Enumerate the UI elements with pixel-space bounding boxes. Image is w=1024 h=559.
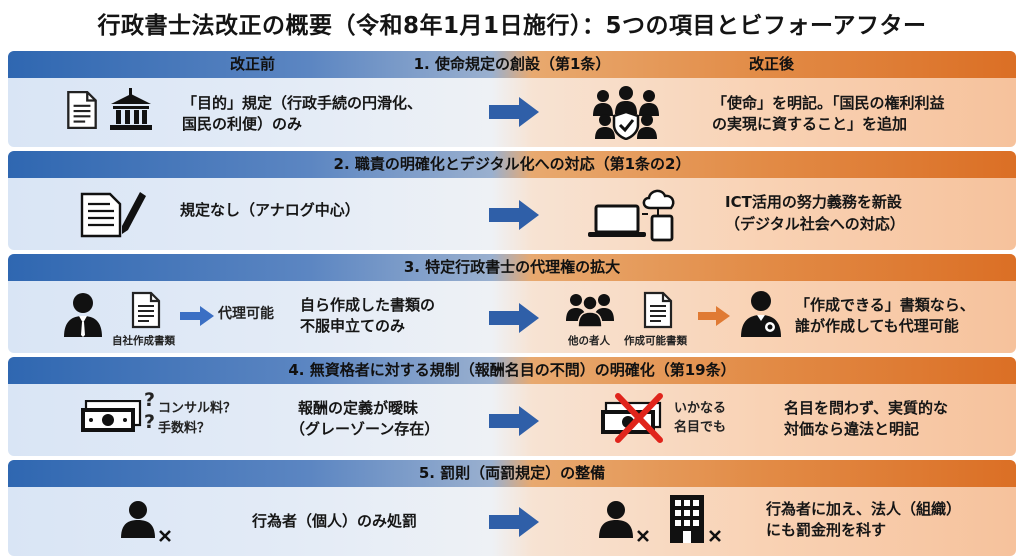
laptop-cloud-tablet-icon bbox=[588, 189, 675, 242]
before-text-line-1: 報酬の定義が曖昧 bbox=[298, 399, 419, 417]
after-text-line-1: 「使命」を明記。「国民の権利利益 bbox=[712, 94, 945, 112]
arrow-right-orange-icon bbox=[698, 306, 730, 326]
any-pretext-tag-2: 名目でも bbox=[674, 420, 727, 435]
section-5-title: 5. 罰則（両罰規定）の整備 bbox=[418, 464, 606, 482]
after-text-line-1: 行為者に加え、法人（組織） bbox=[766, 500, 962, 518]
document-icon bbox=[131, 291, 161, 329]
x-mark-icon bbox=[708, 529, 722, 543]
arrow-right-icon bbox=[489, 303, 539, 333]
building-icon bbox=[670, 495, 704, 543]
section-1-header bbox=[8, 51, 1016, 78]
section-2-header bbox=[8, 151, 1016, 178]
arrow-right-icon bbox=[489, 507, 539, 537]
section-4-title: 4. 無資格者に対する規制（報酬名目の不問）の明確化（第19条） bbox=[288, 361, 736, 379]
money-icon bbox=[80, 400, 142, 434]
section-2: 2. 職責の明確化とデジタル化への対応（第1条の2） 規定なし（アナログ中心） … bbox=[8, 151, 1016, 250]
question-mark-icon: ? bbox=[144, 411, 156, 433]
proxy-possible-label: 代理可能 bbox=[218, 306, 274, 322]
person-icon bbox=[118, 499, 158, 539]
badge-person-icon bbox=[741, 291, 781, 337]
before-text-line-1: 規定なし（アナログ中心） bbox=[180, 201, 360, 219]
section-3-header bbox=[8, 254, 1016, 281]
person-icon bbox=[596, 499, 636, 539]
section-3: 3. 特定行政書士の代理権の拡大 自社作成書類 代理可能 自ら作成した書類の 不… bbox=[8, 254, 1016, 353]
consulting-fee-tag: コンサル料？ bbox=[158, 401, 237, 416]
section-5: 5. 罰則（両罰規定）の整備 行為者（個人）のみ処罰 行為者に加え、法人（組織）… bbox=[8, 460, 1016, 556]
arrow-right-icon bbox=[489, 97, 539, 127]
other-persons-caption: 他の者人 bbox=[568, 335, 610, 347]
money-crossed-icon bbox=[601, 393, 663, 443]
arrow-right-icon bbox=[489, 200, 539, 230]
page-title: 行政書士法改正の概要（令和8年1月1日施行）：5つの項目とビフォーアフター bbox=[97, 13, 927, 39]
after-text-line-2: の実現に資すること」を追加 bbox=[712, 115, 908, 133]
x-mark-icon bbox=[636, 529, 650, 543]
after-text-line-2: にも罰金刑を科す bbox=[766, 521, 887, 539]
section-4-header bbox=[8, 357, 1016, 384]
handling-fee-tag: 手数料？ bbox=[158, 421, 211, 436]
section-1: 改正前 1. 使命規定の創設（第1条） 改正後 「目的」規定（行政手続の円滑化、… bbox=[8, 51, 1016, 147]
arrow-right-small-icon bbox=[180, 306, 214, 326]
after-text-line-1: 「作成できる」書類なら、 bbox=[795, 296, 975, 314]
creatable-documents-caption: 作成可能書類 bbox=[624, 335, 687, 347]
paper-pen-icon bbox=[80, 192, 146, 238]
document-icon bbox=[643, 291, 673, 329]
section-3-title: 3. 特定行政書士の代理権の拡大 bbox=[403, 258, 621, 276]
government-building-icon bbox=[110, 88, 152, 130]
before-text-line-1: 「目的」規定（行政手続の円滑化、 bbox=[182, 94, 423, 112]
after-text-line-1: 名目を問わず、実質的な bbox=[784, 399, 948, 417]
before-text-line-2: 不服申立てのみ bbox=[300, 317, 406, 335]
section-2-title: 2. 職責の明確化とデジタル化への対応（第1条の2） bbox=[333, 155, 691, 173]
section-5-header bbox=[8, 460, 1016, 487]
after-text-line-2: 対価なら違法と明記 bbox=[784, 420, 920, 438]
own-documents-caption: 自社作成書類 bbox=[112, 335, 175, 347]
after-text-line-2: 誰が作成しても代理可能 bbox=[795, 317, 959, 335]
before-text-line-1: 行為者（個人）のみ処罰 bbox=[252, 512, 418, 530]
x-mark-icon bbox=[158, 529, 172, 543]
before-text-line-2: 国民の利便）のみ bbox=[182, 115, 303, 133]
lawyer-icon bbox=[64, 293, 102, 337]
after-column-label: 改正後 bbox=[749, 55, 795, 73]
question-mark-icon: ? bbox=[144, 389, 156, 411]
before-column-label: 改正前 bbox=[230, 55, 276, 73]
people-shield-icon bbox=[593, 86, 659, 140]
before-text-line-2: （グレーゾーン存在） bbox=[290, 420, 440, 438]
after-text-line-1: ICT活用の努力義務を新設 bbox=[725, 193, 902, 211]
section-4: 4. 無資格者に対する規制（報酬名目の不問）の明確化（第19条） ? ? コンサ… bbox=[8, 357, 1016, 456]
before-text-line-1: 自ら作成した書類の bbox=[300, 296, 436, 314]
section-1-title: 1. 使命規定の創設（第1条） bbox=[413, 55, 611, 73]
document-icon bbox=[66, 90, 98, 130]
arrow-right-icon bbox=[489, 406, 539, 436]
any-pretext-tag-1: いかなる bbox=[674, 401, 727, 416]
after-text-line-2: （デジタル社会への対応） bbox=[725, 215, 905, 233]
group-icon bbox=[566, 294, 614, 327]
